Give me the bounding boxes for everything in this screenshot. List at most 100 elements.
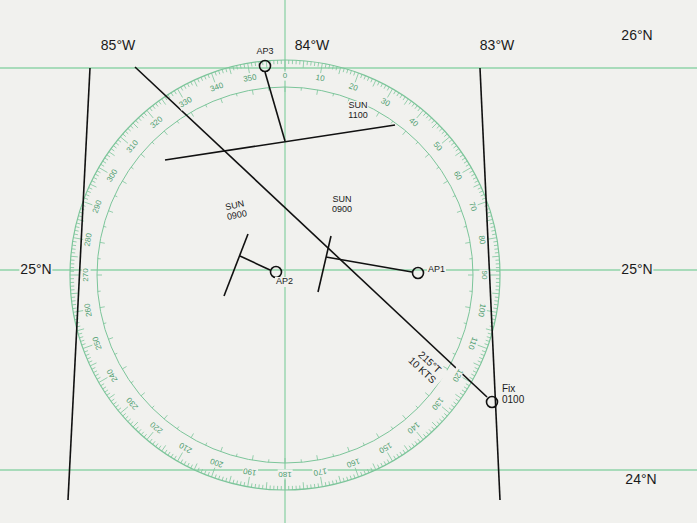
rose-tick [84, 198, 88, 199]
position-label: Fix 0100 [501, 383, 525, 405]
rose-tick [303, 61, 305, 68]
rose-tick [495, 297, 499, 298]
rose-inner-tick [122, 181, 126, 184]
rose-inner-tick [464, 322, 467, 324]
rose-tick [111, 399, 114, 401]
bearing-number: 200 [208, 455, 225, 469]
rose-tick [404, 99, 408, 105]
rose-tick [490, 222, 494, 224]
rose-tick [496, 282, 500, 283]
rose-tick [162, 445, 166, 451]
rose-tick [307, 61, 308, 65]
rose-tick [120, 407, 128, 413]
rose-tick [84, 351, 88, 352]
rose-tick [255, 62, 257, 66]
rose-tick [240, 481, 242, 485]
rose-tick [255, 484, 257, 488]
rose-tick [361, 472, 362, 476]
rose-tick [473, 177, 477, 179]
rose-tick [429, 118, 432, 121]
rose-tick [296, 60, 297, 64]
rose-inner-tick [391, 427, 393, 429]
rose-tick [479, 357, 483, 359]
rose-tick [273, 60, 274, 64]
rose-tick [109, 394, 115, 398]
azimuth-line [265, 72, 285, 141]
rose-tick [429, 429, 432, 432]
rose-tick [99, 378, 108, 383]
rose-tick [487, 337, 491, 338]
rose-tick [258, 484, 259, 488]
rose-tick [418, 439, 421, 442]
rose-tick [92, 181, 96, 183]
rose-inner-tick [103, 226, 106, 228]
rose-tick [71, 289, 75, 290]
rose-tick [318, 63, 320, 67]
rose-tick [198, 468, 200, 472]
rose-inner-tick [332, 93, 334, 96]
rose-inner-tick [457, 211, 462, 213]
rose-tick [90, 363, 96, 366]
rose-tick [71, 260, 75, 261]
rose-tick [174, 91, 176, 94]
rose-tick [394, 91, 396, 94]
bearing-number: 220 [148, 419, 165, 436]
rose-tick [86, 194, 90, 195]
bearing-number: 160 [344, 455, 361, 469]
rose-inner-tick [416, 406, 418, 408]
rose-tick [444, 413, 447, 416]
rose-tick [76, 222, 80, 224]
rose-tick [71, 297, 75, 298]
rose-tick [318, 483, 320, 487]
rose-inner-tick [468, 275, 473, 276]
rose-tick [495, 260, 499, 261]
rose-tick [78, 216, 82, 217]
rose-tick [103, 161, 106, 163]
rose-tick [87, 191, 91, 193]
rose-inner-tick [177, 121, 179, 123]
rose-tick [215, 72, 216, 76]
rose-tick [432, 123, 437, 128]
coordinate-label: 25°N [620, 262, 653, 277]
rose-tick [493, 308, 497, 310]
bearing-number: 10 [313, 74, 325, 85]
rose-inner-tick [164, 415, 167, 419]
rose-tick [136, 427, 139, 430]
bearing-number: 320 [148, 114, 165, 131]
rose-tick [70, 271, 74, 272]
rose-tick [350, 476, 351, 480]
rose-tick [107, 393, 110, 395]
bearing-number: 260 [83, 301, 94, 318]
rose-tick [201, 469, 203, 473]
rose-tick [226, 68, 227, 72]
rose-tick [314, 484, 316, 488]
rose-tick [251, 63, 253, 67]
rose-tick [475, 181, 479, 183]
rose-tick [455, 394, 461, 398]
position-marker: Fix 0100 [485, 395, 499, 409]
rose-tick [70, 278, 74, 279]
rose-tick [123, 413, 126, 416]
rose-tick [415, 441, 417, 444]
rose-tick [493, 241, 497, 243]
bearing-number: 50 [431, 140, 445, 154]
rose-tick [412, 103, 414, 106]
rose-tick [153, 441, 155, 444]
rose-tick [423, 434, 426, 437]
rose-tick [71, 293, 78, 295]
rose-tick [470, 171, 473, 173]
rose-tick [273, 486, 274, 490]
rose-tick [277, 486, 278, 490]
rose-tick [364, 76, 365, 80]
rose-tick [236, 66, 238, 70]
rose-tick [116, 143, 119, 145]
rose-tick [211, 468, 214, 477]
bearing-number: 230 [124, 394, 141, 411]
bearing-number: 110 [465, 335, 478, 352]
rose-tick [432, 422, 437, 427]
rose-tick [409, 101, 411, 104]
rose-tick [118, 140, 121, 143]
rose-tick [97, 377, 100, 379]
rose-inner-tick [236, 93, 238, 96]
